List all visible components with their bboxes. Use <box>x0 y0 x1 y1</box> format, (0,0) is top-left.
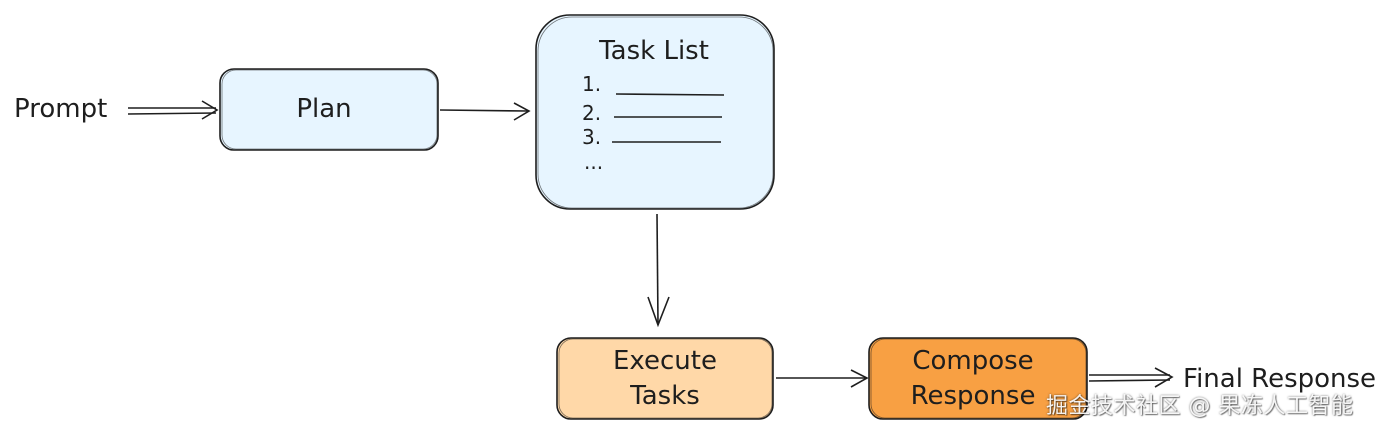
arrow-task-list-to-execute <box>647 213 670 328</box>
task-list-box: Task List 1. 2. 3. ... <box>535 14 775 210</box>
execute-tasks-label-line2: Tasks <box>629 381 700 411</box>
arrow-compose-to-final <box>1088 367 1174 388</box>
plan-box: Plan <box>219 68 439 151</box>
compose-response-box: Compose Response <box>868 337 1088 420</box>
watermark: 掘金技术社区 @ 果冻人工智能 <box>1046 394 1354 419</box>
arrow-plan-to-task-list <box>439 102 531 121</box>
task-list-item-2-number: 2. <box>582 101 601 125</box>
plan-label: Plan <box>296 94 351 124</box>
execute-tasks-box: Execute Tasks <box>556 337 774 420</box>
execute-tasks-label-line1: Execute <box>613 346 717 376</box>
task-list-item-3-number: 3. <box>582 125 601 149</box>
compose-response-label-line2: Response <box>911 381 1036 411</box>
prompt-label: Prompt <box>14 94 107 124</box>
final-response-label: Final Response <box>1183 364 1376 394</box>
arrow-execute-to-compose <box>776 369 869 388</box>
arrow-prompt-to-plan <box>127 100 219 120</box>
task-list-item-1-number: 1. <box>582 72 601 96</box>
task-list-item-1-line <box>615 93 725 96</box>
compose-response-label-line1: Compose <box>912 346 1033 376</box>
task-list-item-more: ... <box>584 150 603 174</box>
task-list-title: Task List <box>598 36 709 66</box>
